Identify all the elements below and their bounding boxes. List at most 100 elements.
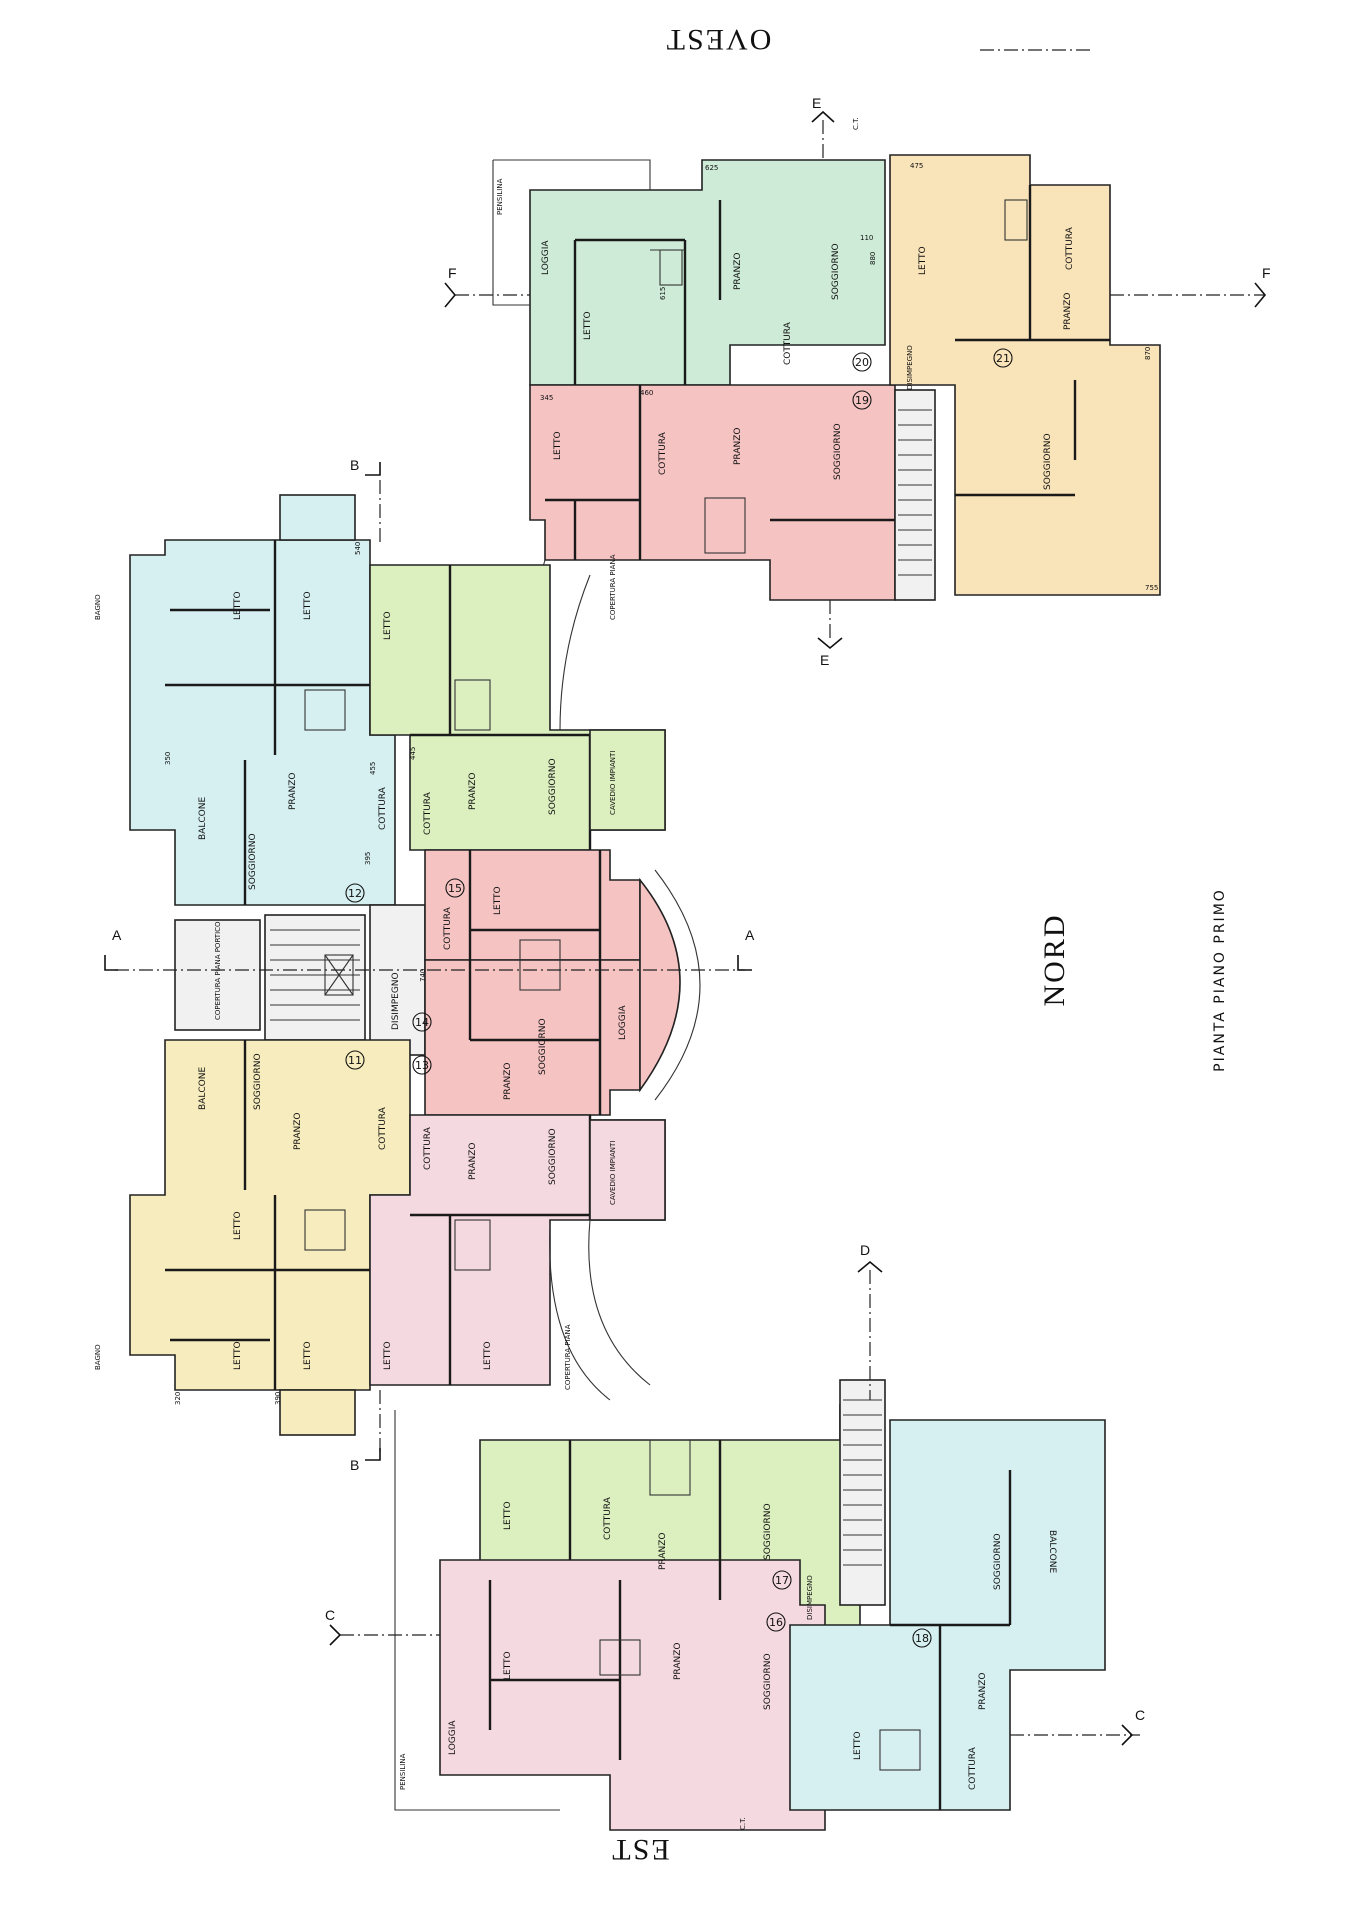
label-disimpegno-north: DISIMPEGNO xyxy=(906,345,914,390)
unit-11-balcone-bottom xyxy=(279,1389,356,1436)
curved-balcone-outer xyxy=(654,869,701,1101)
label-unit13-pranzo: PRANZO xyxy=(503,1063,513,1100)
label-copertura-south: COPERTURA PIANA xyxy=(564,1324,572,1390)
label-unit20-soggiorno: SOGGIORNO xyxy=(831,243,841,300)
dim-370: 110 xyxy=(860,234,873,242)
dim-880: 460 xyxy=(640,389,653,397)
label-unit13-loggia: LOGGIA xyxy=(618,1005,628,1040)
unit-number-18: 18 xyxy=(912,1628,932,1648)
label-unit11-balcone: BALCONE xyxy=(198,1067,208,1110)
plan-title: PIANTA PIANO PRIMO xyxy=(1212,888,1228,1072)
svg-text:C: C xyxy=(1135,1707,1145,1723)
central-stairwell xyxy=(264,914,366,1041)
dim-390: 390 xyxy=(274,1392,282,1405)
label-unit17-cottura: COTTURA xyxy=(603,1496,613,1540)
unit-number-12: 12 xyxy=(345,883,365,903)
label-rose-pranzo: PRANZO xyxy=(468,1143,478,1180)
unit-13-14-partitions xyxy=(468,850,602,1115)
label-unit18-letto: LETTO xyxy=(853,1731,863,1760)
central-stair-treads xyxy=(270,929,360,1021)
svg-text:12: 12 xyxy=(348,887,362,900)
svg-text:B: B xyxy=(350,457,359,473)
svg-text:19: 19 xyxy=(855,394,869,407)
label-unit21-pranzo: PRANZO xyxy=(1063,293,1073,330)
section-cut-c: C C xyxy=(325,1607,1145,1746)
dim-615: 615 xyxy=(659,287,667,300)
unit-16-partitions xyxy=(488,1580,641,1760)
unit-19-partitions xyxy=(545,385,895,560)
dim-475: 475 xyxy=(910,162,923,170)
curved-balcone xyxy=(639,877,681,1093)
svg-text:C: C xyxy=(325,1607,335,1623)
unit-13-area xyxy=(424,959,641,1116)
label-unit15-pranzo: PRANZO xyxy=(468,773,478,810)
unit-number-15: 15 xyxy=(445,878,465,898)
unit-21-partitions xyxy=(955,185,1110,497)
svg-text:14: 14 xyxy=(415,1016,429,1029)
unit-12-area xyxy=(129,539,396,906)
label-unit11-cottura: COTTURA xyxy=(378,1106,388,1150)
label-copertura-portico: COPERTURA PIANA PORTICO xyxy=(214,921,222,1020)
svg-text:18: 18 xyxy=(915,1632,929,1645)
unit-11-area xyxy=(129,1039,411,1391)
label-unit11-letto-c: LETTO xyxy=(303,1341,313,1370)
dim-460: 880 xyxy=(869,252,877,265)
svg-text:A: A xyxy=(745,927,755,943)
dim-445: 445 xyxy=(409,747,417,760)
label-rose-letto-a: LETTO xyxy=(383,1341,393,1370)
label-unit16-letto: LETTO xyxy=(503,1651,513,1680)
label-unit14-letto: LETTO xyxy=(493,886,503,915)
label-disimpegno-south: DISIMPEGNO xyxy=(806,1575,814,1620)
svg-text:F: F xyxy=(448,265,457,281)
unit-number-19: 19 xyxy=(852,390,872,410)
label-unit18-balcone: BALCONE xyxy=(1047,1530,1057,1573)
label-bagno-west-b: BAGNO xyxy=(94,1344,102,1370)
label-unit15-letto: LETTO xyxy=(383,611,393,640)
label-unit21-soggiorno: SOGGIORNO xyxy=(1043,433,1053,490)
label-copertura-north: COPERTURA PIANA xyxy=(609,554,617,620)
svg-text:15: 15 xyxy=(448,882,462,895)
unit-18-area xyxy=(789,1419,1106,1811)
label-unit20-letto: LETTO xyxy=(583,311,593,340)
connector-south-inner xyxy=(549,1224,611,1401)
label-unit12-balcone: BALCONE xyxy=(198,797,208,840)
label-unit18-soggiorno: SOGGIORNO xyxy=(993,1533,1003,1590)
svg-text:20: 20 xyxy=(855,356,869,369)
svg-text:D: D xyxy=(860,1242,870,1258)
label-unit20-pranzo: PRANZO xyxy=(733,253,743,290)
label-rose-soggiorno: SOGGIORNO xyxy=(548,1128,558,1185)
label-unit19-letto: LETTO xyxy=(553,431,563,460)
label-pensilina-north: PENSILINA xyxy=(496,178,504,215)
dim-345: 345 xyxy=(540,394,553,402)
label-bagno-west-a: BAGNO xyxy=(94,594,102,620)
label-unit16-pranzo: PRANZO xyxy=(673,1643,683,1680)
unit-19-area xyxy=(529,384,896,601)
copertura-portico xyxy=(174,919,261,1031)
svg-text:13: 13 xyxy=(415,1059,429,1072)
svg-text:A: A xyxy=(112,927,122,943)
label-unit20-loggia: LOGGIA xyxy=(541,240,551,275)
dim-320: 320 xyxy=(174,1392,182,1405)
unit-21-area xyxy=(889,154,1161,596)
unit-number-11: 11 xyxy=(345,1050,365,1070)
cavedio-north-west xyxy=(589,729,666,831)
label-unit18-pranzo: PRANZO xyxy=(978,1673,988,1710)
unit-number-17: 17 xyxy=(772,1570,792,1590)
label-unit11-letto-a: LETTO xyxy=(233,1211,243,1240)
unit-18-partitions xyxy=(879,1470,1012,1810)
unit-12-partitions xyxy=(165,540,370,905)
label-unit20-cottura: COTTURA xyxy=(783,321,793,365)
label-unit17-soggiorno: SOGGIORNO xyxy=(763,1503,773,1560)
label-unit11-soggiorno: SOGGIORNO xyxy=(253,1053,263,1110)
unit-number-21: 21 xyxy=(993,348,1013,368)
label-unit16-soggiorno: SOGGIORNO xyxy=(763,1653,773,1710)
connector-north-inner xyxy=(559,574,591,731)
label-unit17-pranzo: PRANZO xyxy=(658,1533,668,1570)
connector-south xyxy=(588,1219,651,1386)
svg-text:E: E xyxy=(820,652,829,668)
unit-16-area xyxy=(439,1559,826,1831)
compass-east: EST xyxy=(610,1833,669,1866)
svg-text:F: F xyxy=(1262,265,1271,281)
label-unit21-cottura: COTTURA xyxy=(1065,226,1075,270)
dim-740: 740 xyxy=(419,969,427,982)
